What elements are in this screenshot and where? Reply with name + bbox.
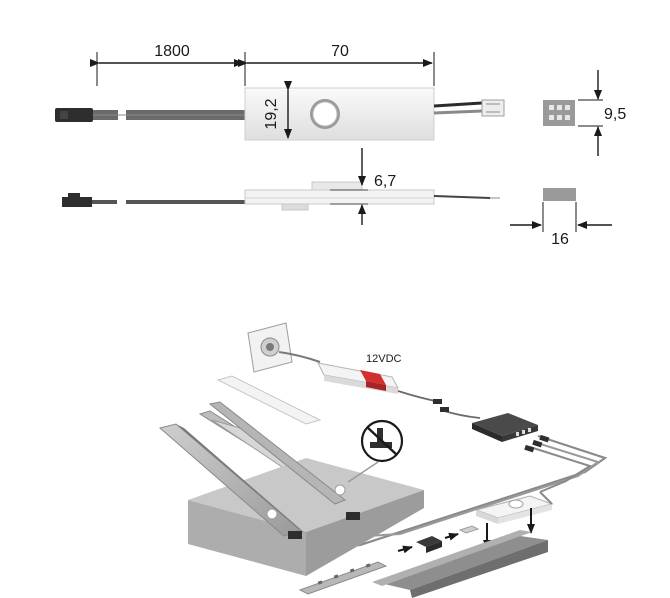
right-arrow-icon [397,545,413,554]
sensor-button [312,101,338,127]
led-driver [317,362,399,394]
plug-detail [60,111,68,119]
housing-length-label: 70 [331,43,349,60]
housing-height-label: 6,7 [374,173,396,190]
end-cap [346,512,360,520]
shelf-board [188,458,424,576]
sensor-dot [266,508,278,520]
wire-grey [433,109,483,115]
wire-black [433,101,483,108]
sensor-side [311,181,363,191]
sensor-dot [334,484,346,496]
cable-segment [126,200,245,204]
housing-width-label: 19,2 [263,98,280,129]
supply-voltage-label: 12VDC [366,353,402,365]
top-view: 1800 70 19,2 [55,43,626,156]
terminal-connector [481,99,505,117]
sensor-switch-module [474,495,554,524]
connector-width-label: 16 [551,231,569,248]
cable-length-label: 1800 [154,43,190,60]
no-touch-sign-icon [360,419,404,463]
cable-run [529,446,593,493]
housing-side [244,189,435,205]
connector-top-view [543,100,575,126]
long-profile [380,536,548,590]
distribution-box [472,413,538,442]
connector-height-label: 9,5 [604,106,626,123]
installation-illustration: 12VDC [158,322,608,598]
wall-socket [247,322,293,373]
mini-connector [416,536,442,547]
side-view: 6,7 16 [62,148,612,248]
inner-profile [208,401,346,505]
connector-side-view [543,188,576,201]
male-plug-side [62,197,92,207]
end-cap [288,531,302,539]
cable-segment [92,200,117,204]
mains-cable [278,351,321,363]
clip-side [281,203,309,211]
right-arrow-icon [444,532,459,541]
wire-side [433,195,491,199]
diffuser-cover [216,375,322,425]
